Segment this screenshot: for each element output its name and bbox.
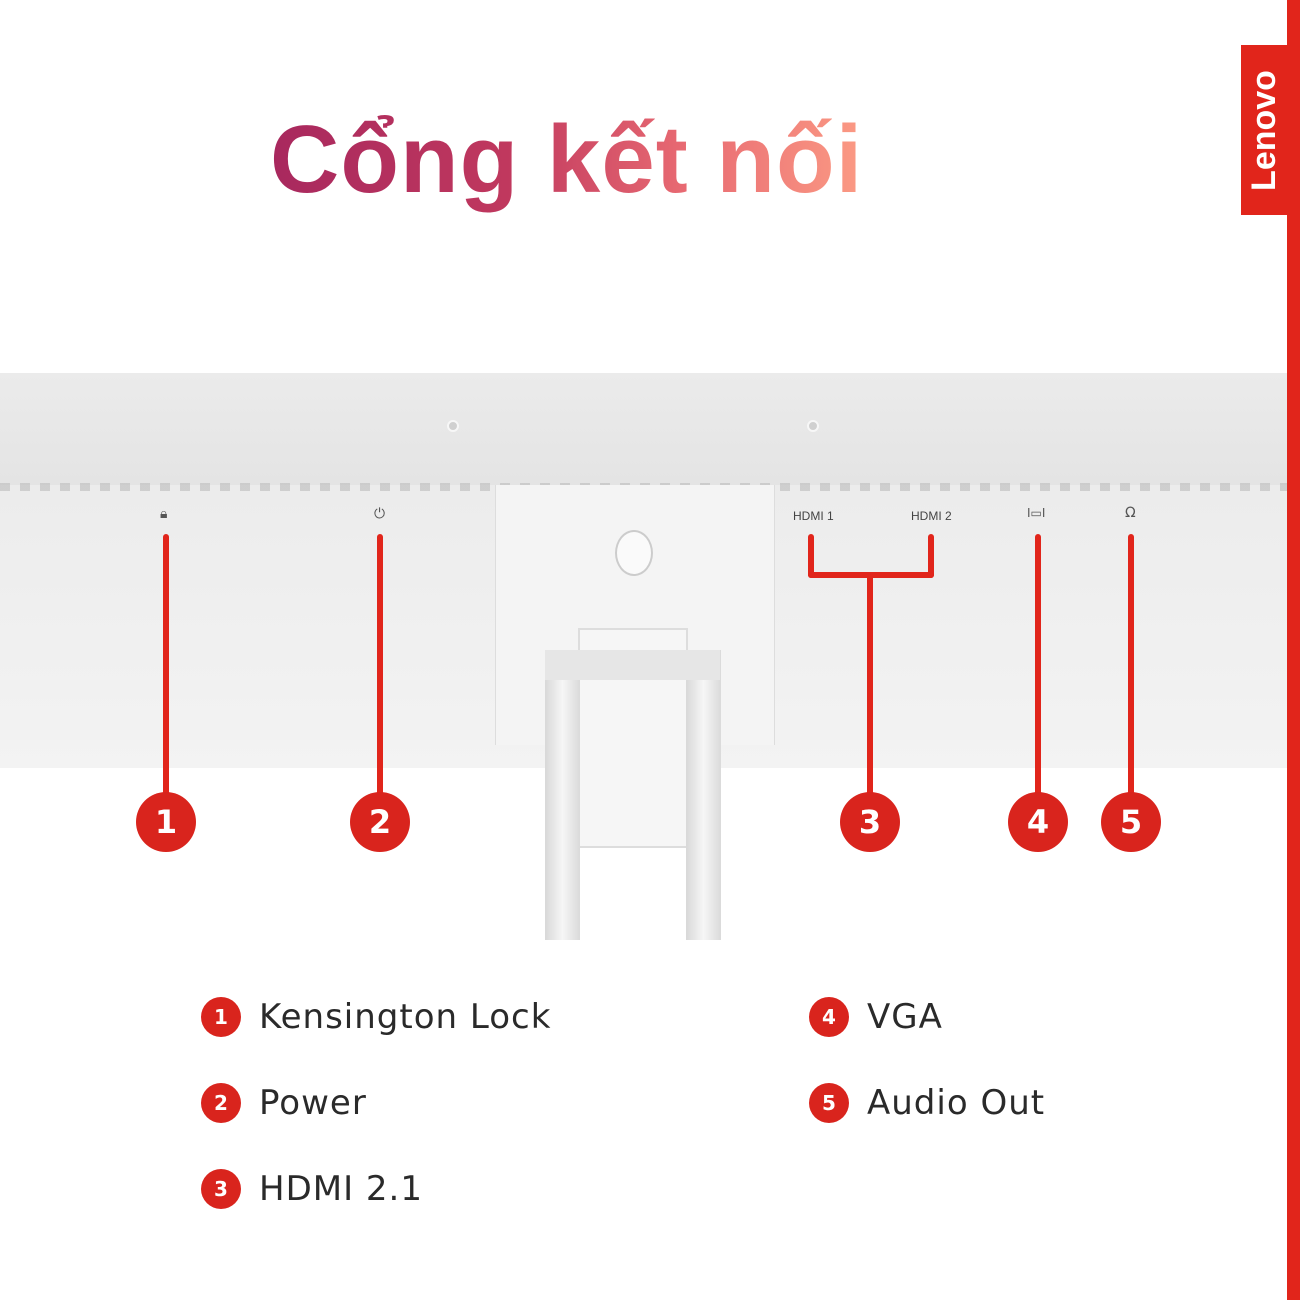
headphone-icon: Ω (1125, 505, 1136, 521)
legend-badge: 4 (809, 997, 849, 1037)
legend-label: VGA (867, 997, 943, 1037)
stand-hinge (545, 650, 720, 680)
lock-icon: 🔒︎ (160, 506, 168, 522)
callout-line-4 (1035, 534, 1041, 804)
stand-leg (686, 650, 721, 940)
legend-item: 4 VGA (809, 997, 943, 1037)
callout-badge-2: 2 (350, 792, 410, 852)
power-plug-icon: ⏻ (374, 506, 386, 522)
callout-line-5 (1128, 534, 1134, 804)
callout-line-3a (808, 534, 814, 578)
callout-line-3 (867, 574, 873, 804)
legend-badge: 1 (201, 997, 241, 1037)
legend-item: 1 Kensington Lock (201, 997, 551, 1037)
legend-item: 2 Power (201, 1083, 367, 1123)
callout-line-1 (163, 534, 169, 804)
hdmi1-label: HDMI 1 (793, 509, 834, 523)
legend-label: HDMI 2.1 (259, 1169, 423, 1209)
legend-badge: 3 (201, 1169, 241, 1209)
callout-line-2 (377, 534, 383, 804)
legend-label: Audio Out (867, 1083, 1046, 1123)
callout-badge-1: 1 (136, 792, 196, 852)
callout-line-3b (928, 534, 934, 578)
legend-item: 5 Audio Out (809, 1083, 1045, 1123)
legend-label: Power (259, 1083, 367, 1123)
vga-icon: I▭I (1027, 506, 1046, 520)
callout-badge-4: 4 (1008, 792, 1068, 852)
logo-text: Lenovo (1245, 69, 1283, 191)
legend-label: Kensington Lock (259, 997, 552, 1037)
screw-hole (447, 420, 459, 432)
lenovo-logo: Lenovo (1241, 45, 1288, 215)
page-title: Cổng kết nối (270, 106, 864, 213)
legend-item: 3 HDMI 2.1 (201, 1169, 423, 1209)
brand-stripe (1287, 0, 1300, 1300)
legend-badge: 2 (201, 1083, 241, 1123)
screw-hole (807, 420, 819, 432)
callout-badge-5: 5 (1101, 792, 1161, 852)
callout-badge-3: 3 (840, 792, 900, 852)
mount-knob (615, 530, 653, 576)
monitor-back-upper (0, 373, 1287, 485)
hdmi2-label: HDMI 2 (911, 509, 952, 523)
stand-leg (545, 650, 580, 940)
legend-badge: 5 (809, 1083, 849, 1123)
